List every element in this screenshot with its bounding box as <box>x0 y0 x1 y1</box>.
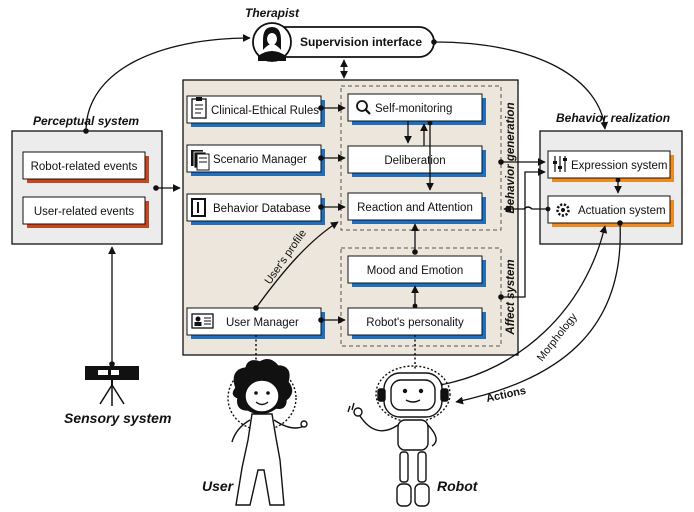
module-clinical-ethical: Clinical-Ethical Rules <box>186 95 325 127</box>
module-user-manager: User Manager <box>186 307 325 339</box>
module-label: Behavior Database <box>213 203 311 215</box>
module-mood-emotion: Mood and Emotion <box>347 255 486 287</box>
module-self-monitoring: Self-monitoring <box>347 93 486 125</box>
robot-events-label: Robot-related events <box>31 161 138 173</box>
actuation-system-box: Actuation system <box>547 195 674 227</box>
user-events-label: User-related events <box>34 206 135 218</box>
module-scenario-manager: Scenario Manager <box>186 144 325 176</box>
sensor-camera-icon <box>85 366 139 406</box>
stacked-documents-icon <box>191 150 210 171</box>
id-card-icon <box>191 313 214 329</box>
module-reaction-attention: Reaction and Attention <box>347 192 486 224</box>
behavior-generation-title: Behavior generation <box>505 102 517 213</box>
gear-icon <box>556 203 570 217</box>
book-icon <box>191 198 206 217</box>
equalizer-icon <box>553 156 567 172</box>
edge-actuation-to-core <box>503 205 548 213</box>
robot-events-box <box>22 151 146 180</box>
user-events-box <box>22 196 146 225</box>
module-label: Self-monitoring <box>375 103 452 115</box>
realization-title: Behavior realization <box>556 111 670 125</box>
edge-morphology <box>439 225 608 386</box>
module-label: Reaction and Attention <box>357 202 473 214</box>
actions-label: Actions <box>485 385 527 405</box>
therapist-icon <box>252 22 292 62</box>
module-label: Deliberation <box>384 155 445 167</box>
user-label: User <box>202 478 235 494</box>
module-behavior-database: Behavior Database <box>186 193 325 225</box>
edge-supervision-to-realization <box>433 41 609 130</box>
module-deliberation: Deliberation <box>347 145 486 177</box>
expression-system-box: Expression system <box>547 150 674 182</box>
edge-actions <box>455 222 621 405</box>
realization-panel <box>539 130 683 245</box>
user-figure <box>227 359 308 506</box>
module-label: User Manager <box>226 317 299 329</box>
module-robot-personality: Robot's personality <box>347 307 486 339</box>
robot-label: Robot <box>437 478 479 494</box>
realization-label: Expression system <box>571 160 668 172</box>
supervision-label: Supervision interface <box>300 35 422 49</box>
module-label: Clinical-Ethical Rules <box>211 105 319 117</box>
magnifier-icon <box>356 100 371 115</box>
edge-affect-to-expression <box>501 168 546 298</box>
clipboard-icon <box>191 97 207 119</box>
realization-label: Actuation system <box>578 205 666 217</box>
affect-system-area <box>340 247 502 347</box>
module-label: Mood and Emotion <box>367 265 464 277</box>
edge-perceptual-to-supervision <box>85 34 251 132</box>
robot-figure <box>347 365 451 507</box>
module-label: Scenario Manager <box>213 154 307 166</box>
sensory-title: Sensory system <box>64 410 171 426</box>
module-label: Robot's personality <box>366 317 464 329</box>
therapist-title: Therapist <box>245 6 300 20</box>
edge-users-profile <box>255 221 339 309</box>
